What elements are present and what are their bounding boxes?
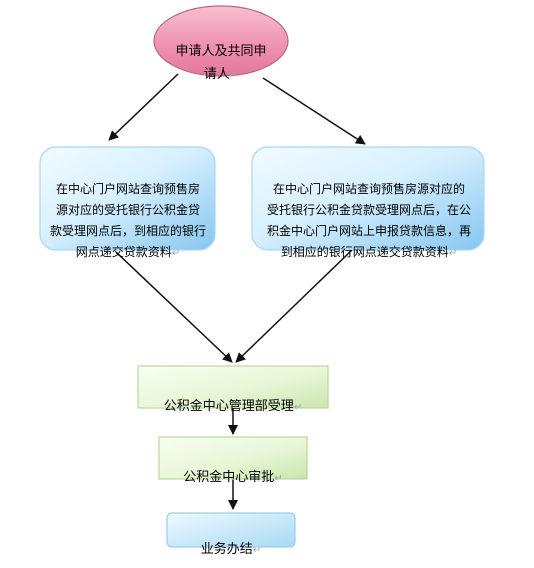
acceptance-node-shape — [137, 365, 329, 409]
approval-node-shape — [158, 436, 308, 480]
completion-node-text: 业务办结 — [200, 542, 253, 557]
approval-node-label: 公积金中心审批↵ — [159, 448, 307, 489]
applicant-node-shape — [153, 5, 289, 77]
right-branch-node-label: 在中心门户网站查询预售房源对应的 受托银行公积金贷款受理网点后，在公 积金中心门… — [260, 158, 478, 264]
approval-node-text: 公积金中心审批 — [183, 470, 275, 485]
right-branch-node-mark: ↵ — [448, 248, 458, 259]
applicant-node-label: 申请人及共同申 请人↵ — [166, 17, 276, 87]
arrow-applicant-to-left — [108, 73, 179, 141]
left-branch-node-mark: ↵ — [171, 248, 181, 259]
acceptance-node-mark: ↵ — [293, 402, 303, 413]
approval-node-mark: ↵ — [274, 473, 283, 484]
completion-node-mark: ↵ — [252, 545, 262, 556]
left-branch-node-shape — [39, 146, 216, 251]
completion-node-label: 业务办结↵ — [167, 520, 295, 561]
right-branch-node-text: 在中心门户网站查询预售房源对应的 受托银行公积金贷款受理网点后，在公 积金中心门… — [266, 182, 471, 259]
completion-node-shape — [166, 512, 296, 548]
acceptance-node-label: 公积金中心管理部受理↵ — [138, 377, 328, 418]
applicant-node-text: 申请人及共同申 请人 — [175, 44, 267, 82]
left-branch-node-text: 在中心门户网站查询预售房 源对应的受托银行公积金贷 款受理网点后，到相应的银行 … — [49, 182, 206, 259]
arrow-left-to-acceptance — [115, 251, 233, 363]
applicant-node-mark: ↵ — [229, 70, 239, 81]
arrow-applicant-to-right — [262, 77, 366, 145]
acceptance-node-text: 公积金中心管理部受理 — [163, 399, 294, 414]
right-branch-node-shape — [251, 146, 485, 251]
left-branch-node-label: 在中心门户网站查询预售房 源对应的受托银行公积金贷 款受理网点后，到相应的银行 … — [47, 158, 209, 264]
arrow-right-to-acceptance — [235, 249, 353, 363]
